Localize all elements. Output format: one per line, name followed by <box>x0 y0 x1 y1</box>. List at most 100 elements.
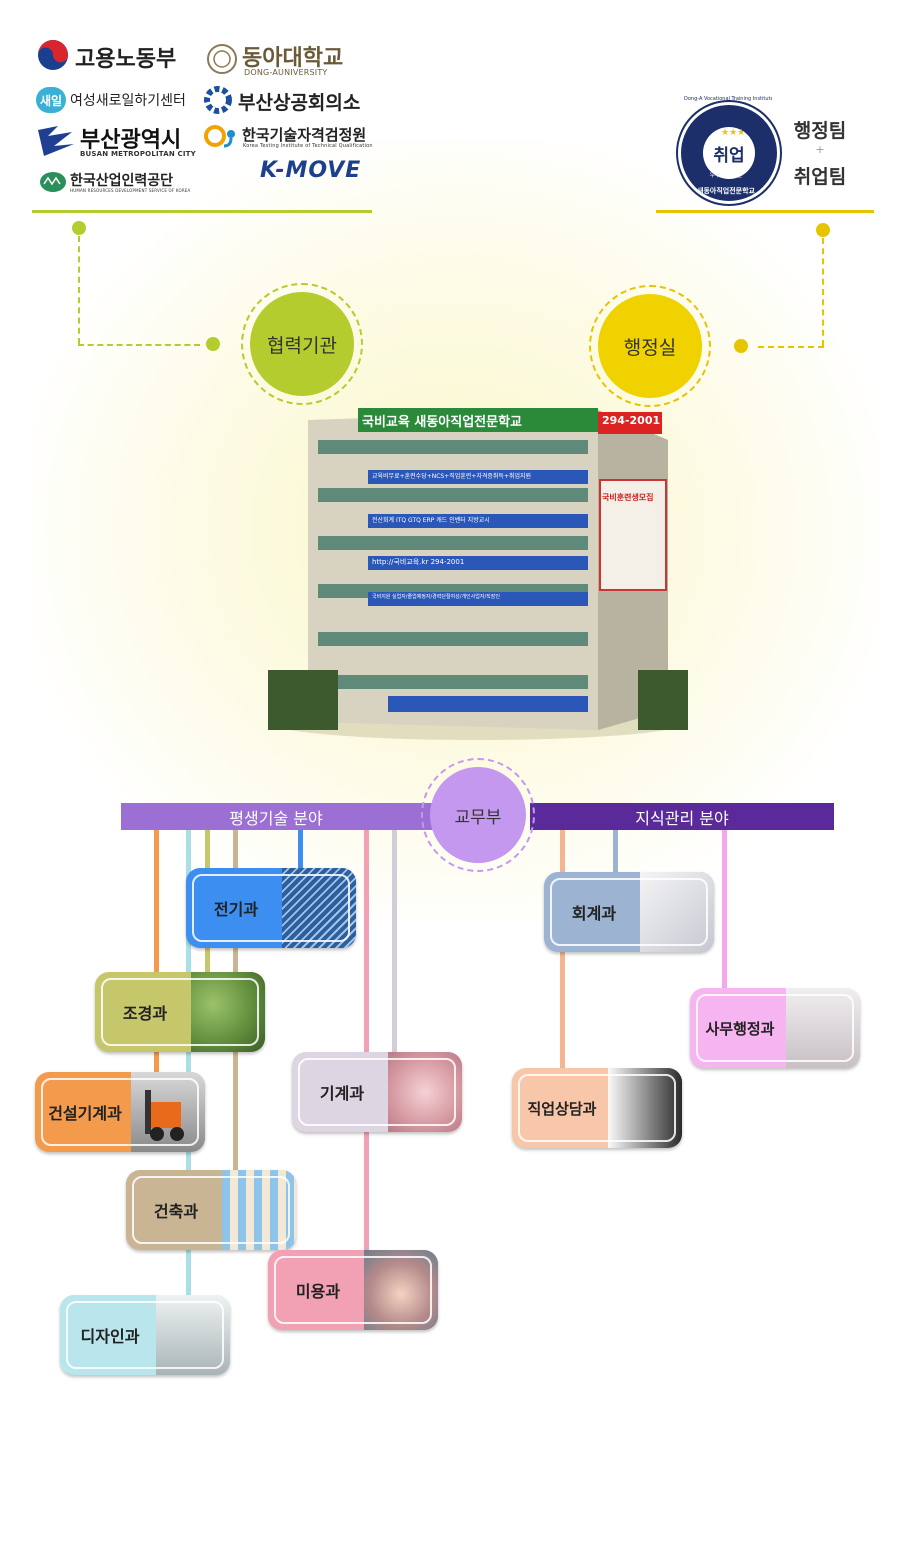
chamber-name: 부산상공회의소 <box>238 92 361 114</box>
chamber-gear-icon <box>204 86 232 114</box>
dept-electric[interactable]: 전기과 <box>186 868 356 948</box>
school-building-image <box>268 408 688 740</box>
hrdk-emblem-icon <box>40 172 66 192</box>
busan-wave-icon <box>38 126 74 156</box>
badge-ring-stars: ★★★ <box>721 128 745 138</box>
building-side-title: 국비훈련생모집 <box>602 493 654 502</box>
partner-node-label: 협력기관 <box>267 334 337 357</box>
field-right-bar: 지식관리 분야 <box>530 803 834 830</box>
kotiq-name: 한국기술자격검정원 <box>242 126 367 144</box>
kotiq-sub: Korea Testing Institute of Technical Qua… <box>243 143 373 149</box>
garden-image <box>191 972 265 1052</box>
dept-office[interactable]: 사무행정과 <box>690 988 860 1068</box>
solar-panel-image <box>282 868 356 948</box>
team-line1: 행정팀 <box>793 120 847 142</box>
saeil-name: 여성새로일하기센터 <box>70 93 186 109</box>
dept-beauty-label: 미용과 <box>295 1282 341 1301</box>
team-plus: + <box>815 143 825 156</box>
saeil-mark: 새일 <box>36 87 66 113</box>
team-dot-top <box>816 223 830 237</box>
saeil-mark-text: 새일 <box>39 93 63 108</box>
building-banner-2: 전산회계 ITQ GTQ ERP 캐드 인벤터 지방교시 <box>372 517 490 524</box>
dept-career[interactable]: 직업상담과 <box>512 1068 682 1148</box>
forklift-image <box>131 1072 205 1152</box>
academic-node-label: 교무부 <box>454 807 502 828</box>
line-electric <box>298 830 303 870</box>
partner-dot-end <box>206 337 220 351</box>
office-worker-image <box>786 988 860 1068</box>
makeup-image <box>364 1250 438 1330</box>
dept-architecture-label: 건축과 <box>153 1202 199 1221</box>
donga-name: 동아대학교 <box>242 46 344 71</box>
line-beauty <box>364 830 369 1255</box>
gears-image <box>388 1052 462 1132</box>
donga-seal-icon <box>207 44 237 74</box>
building-sign-phone: 294-2001 <box>602 414 661 427</box>
busan-sub: BUSAN METROPOLITAN CITY <box>80 150 196 158</box>
forklift-icon <box>145 1090 184 1141</box>
dept-career-label: 직업상담과 <box>527 1099 597 1118</box>
counselor-image <box>608 1068 682 1148</box>
partner-underline <box>32 210 372 213</box>
field-left-label: 평생기술 분야 <box>229 808 323 828</box>
floorplan-image <box>222 1170 296 1250</box>
busan-name: 부산광역시 <box>80 128 182 153</box>
admin-node-label: 행정실 <box>623 336 677 359</box>
building-sign-main: 국비교육 새동아직업전문학교 <box>362 415 523 430</box>
dept-construction-machine[interactable]: 건설기계과 <box>35 1072 205 1152</box>
dept-landscape[interactable]: 조경과 <box>95 972 265 1052</box>
building-banner-3: http://국비교육.kr 294-2001 <box>372 558 465 566</box>
kotiq-logo <box>204 124 238 152</box>
badge-center: 취업 <box>703 127 755 179</box>
dept-electric-label: 전기과 <box>213 900 259 919</box>
team-dot-end <box>734 339 748 353</box>
svg-text:★★★: ★★★ <box>721 128 745 138</box>
dept-beauty[interactable]: 미용과 <box>268 1250 438 1330</box>
excellent-training-badge: ★★★ 취업 <box>678 102 780 204</box>
badge-sub: 우수훈련기관 <box>709 172 743 179</box>
admin-node: 행정실 <box>589 285 711 407</box>
building-banner-1: 교육비무료+훈련수당+NCS+직업훈련+자격증취득+취업지원 <box>372 473 532 480</box>
field-right-label: 지식관리 분야 <box>635 808 729 828</box>
hrdk-sub: HUMAN RESOURCES DEVELOPMENT SERVICE OF K… <box>70 188 191 193</box>
team-dash-horizontal <box>758 346 824 348</box>
moel-logo <box>36 38 70 76</box>
dept-machine-label: 기계과 <box>319 1084 365 1103</box>
line-construction-machine <box>154 830 159 1075</box>
team-dash-vertical <box>822 238 824 346</box>
academic-node: 교무부 <box>421 758 535 872</box>
line-machine <box>392 830 397 1055</box>
chamber-logo <box>204 86 236 118</box>
kotiq-mark-icon <box>204 125 235 148</box>
team-underline <box>656 210 874 213</box>
partner-dash-horizontal <box>78 344 200 346</box>
badge-ring-top: Dong-A Vocational Training Institute <box>684 96 772 102</box>
moel-name: 고용노동부 <box>75 47 177 72</box>
dept-office-label: 사무행정과 <box>705 1019 775 1038</box>
hrdk-name: 한국산업인력공단 <box>70 173 174 189</box>
line-design <box>186 830 191 1300</box>
donga-sub: DONG-AUNIVERSITY <box>244 68 328 77</box>
moel-emblem-icon <box>38 40 68 70</box>
kmove-name: K-MOVE <box>260 158 362 183</box>
badge-ring-bottom: 새동아직업전문학교 <box>697 187 755 195</box>
dept-design[interactable]: 디자인과 <box>60 1295 230 1375</box>
dept-design-label: 디자인과 <box>80 1327 140 1346</box>
dept-landscape-label: 조경과 <box>122 1004 168 1023</box>
line-accounting <box>613 830 618 875</box>
hrdk-logo <box>38 170 68 198</box>
team-line2: 취업팀 <box>793 166 847 188</box>
partner-node: 협력기관 <box>241 283 363 405</box>
partner-dash-vertical <box>78 236 80 344</box>
partner-dot-top <box>72 221 86 235</box>
building-banner-4: 국비지원 실업자/졸업예정자/경력단절여성/개인사업자/직장인 <box>372 594 500 600</box>
dept-accounting[interactable]: 회계과 <box>544 872 714 952</box>
calculator-image <box>640 872 714 952</box>
dept-architecture[interactable]: 건축과 <box>126 1170 296 1250</box>
dept-machine[interactable]: 기계과 <box>292 1052 462 1132</box>
busan-logo <box>34 122 78 162</box>
interior-image <box>156 1295 230 1375</box>
dept-accounting-label: 회계과 <box>571 904 617 923</box>
field-left-bar: 평생기술 분야 <box>121 803 451 830</box>
donga-logo <box>206 42 238 80</box>
